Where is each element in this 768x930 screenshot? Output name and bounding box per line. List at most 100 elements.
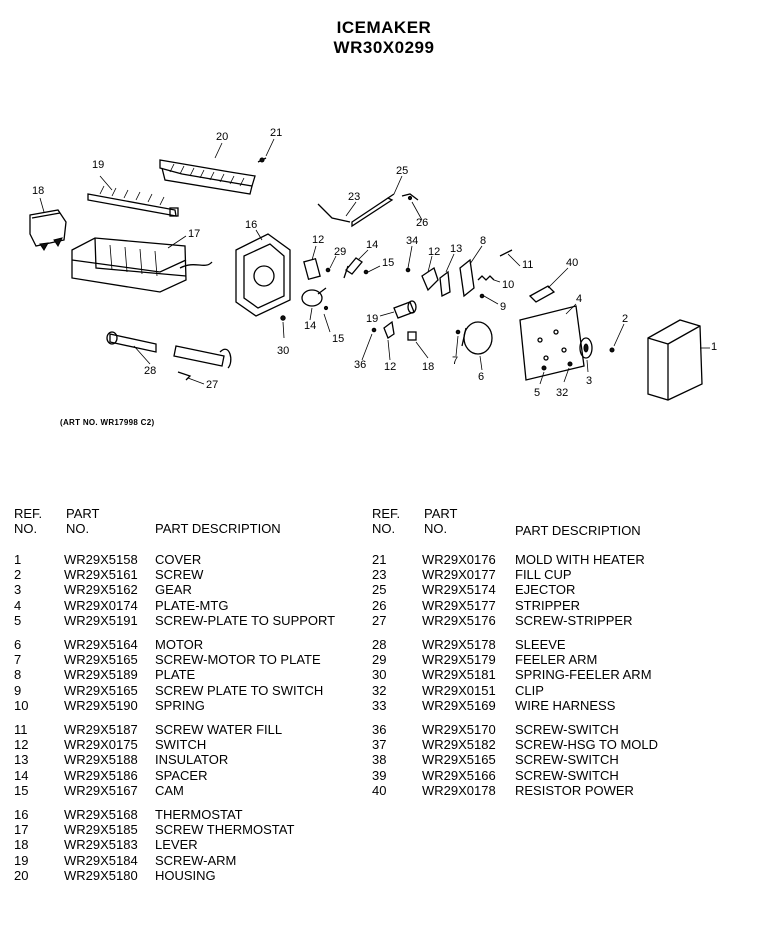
part-number: WR29X5190 [64, 697, 138, 713]
model-number: WR30X0299 [333, 38, 435, 57]
callout-14: 18 [422, 361, 434, 373]
insulator-part [439, 270, 451, 297]
part-description: STRIPPER [515, 597, 581, 613]
callout-12b: 12 [428, 246, 440, 258]
wire-harness-part [106, 331, 157, 353]
part-description: SCREW-HSG TO MOLD [515, 737, 659, 753]
ref-number: 26 [372, 597, 387, 613]
part-description: SPACER [155, 767, 208, 783]
part-number: WR29X5186 [64, 767, 138, 783]
plate-support-screw-part [541, 365, 547, 371]
part-number: WR29X5167 [64, 782, 138, 798]
part-number: WR29X5179 [422, 652, 496, 668]
ref-number: 13 [14, 752, 29, 768]
part-description: INSULATOR [155, 752, 229, 768]
clip-part [177, 371, 192, 381]
part-description: SWITCH [155, 737, 207, 753]
diagram-title: ICEMAKER [336, 18, 432, 37]
ejector-part [87, 185, 179, 217]
ref-number: 12 [14, 737, 29, 753]
part-number: WR29X5165 [64, 682, 138, 698]
callout-13: 13 [450, 243, 462, 255]
part-description: SCREW-ARM [155, 852, 237, 868]
ref-number: 37 [372, 737, 387, 753]
ref-number: 2 [14, 567, 22, 583]
part-description: SLEEVE [515, 637, 566, 652]
ref-number: 38 [372, 752, 387, 768]
water-fill-screw-part [499, 249, 513, 257]
resistor-part [528, 285, 556, 303]
callout-16: 14 [304, 320, 316, 332]
ref-header: REF. NO. [14, 506, 43, 537]
motor-part [461, 321, 493, 355]
callout-26: 20 [216, 131, 228, 143]
ref-header-right: REF. NO. [372, 506, 401, 537]
gear-part [579, 337, 593, 359]
part-number: WR29X0175 [64, 737, 138, 753]
ref-number: 17 [14, 822, 29, 838]
cam-part [393, 300, 417, 319]
part-description: SCREW-MOTOR TO PLATE [155, 652, 321, 668]
callout-11: 11 [522, 259, 533, 271]
callout-25: 19 [92, 159, 104, 171]
housing-screw-part-right [567, 361, 573, 367]
part-description: PLATE-MTG [155, 597, 229, 613]
callout-27: 21 [270, 127, 282, 139]
part-header: PART NO. [66, 506, 100, 537]
part-number: WR29X5166 [422, 767, 496, 783]
callout-3: 3 [586, 375, 592, 387]
callout-8: 8 [480, 235, 486, 247]
housing-screw-part [280, 315, 286, 321]
callout-6: 6 [478, 371, 484, 383]
callout-10: 10 [502, 279, 514, 291]
callout-40: 40 [566, 257, 578, 269]
arm-screw-part [363, 269, 369, 275]
part-number: WR29X5184 [64, 852, 138, 868]
callout-37b: 32 [556, 387, 568, 399]
ref-number: 11 [14, 722, 28, 737]
part-number: WR29X5158 [64, 552, 138, 567]
part-number: WR29X5181 [422, 667, 496, 683]
part-description: SCREW [155, 567, 204, 583]
ref-number: 25 [372, 582, 387, 598]
part-description: FILL CUP [515, 567, 572, 583]
callout-15: 19 [366, 313, 378, 325]
ref-number: 15 [14, 782, 29, 798]
plate-switch-screw-part [479, 293, 485, 299]
ref-number: 9 [14, 682, 22, 698]
ref-number: 6 [14, 637, 22, 652]
exploded-parts-diagram: 20 21 19 18 17 16 23 25 26 12 29 14 15 3… [29, 127, 717, 401]
cover-screw-part [609, 347, 615, 353]
callout-21: 17 [188, 228, 200, 240]
part-number: WR29X5191 [64, 612, 138, 628]
heater-wire-part [173, 345, 232, 369]
part-description: MOLD WITH HEATER [515, 552, 645, 567]
part-description: THERMOSTAT [155, 807, 243, 822]
callout-29: 25 [396, 165, 408, 177]
part-description: COVER [155, 552, 202, 567]
part-description: SCREW-SWITCH [515, 752, 619, 768]
callout-34: 28 [144, 365, 156, 377]
part-number: WR29X5188 [64, 752, 138, 768]
switch-screw-part-39 [371, 327, 377, 333]
part-description: RESISTOR POWER [515, 782, 634, 798]
part-description: SCREW-STRIPPER [515, 612, 633, 628]
part-description: SCREW-SWITCH [515, 767, 619, 783]
part-description: LEVER [155, 837, 198, 853]
ref-number: 3 [14, 582, 22, 598]
ref-number: 28 [372, 637, 387, 652]
ref-number: 16 [14, 807, 29, 822]
part-description: SPRING-FEELER ARM [515, 667, 652, 683]
housing-part [235, 233, 291, 317]
part-description: HOUSING [155, 867, 216, 883]
ref-number: 14 [14, 767, 29, 783]
callout-18: 14 [366, 239, 378, 251]
part-number: WR29X5162 [64, 582, 138, 598]
ref-number: 40 [372, 782, 387, 798]
cover-part [647, 319, 703, 401]
part-number: WR29X5176 [422, 612, 496, 628]
part-description: GEAR [155, 582, 192, 598]
part-description: SCREW-SWITCH [515, 722, 619, 737]
ref-number: 32 [372, 682, 387, 698]
ref-number: 10 [14, 697, 29, 713]
